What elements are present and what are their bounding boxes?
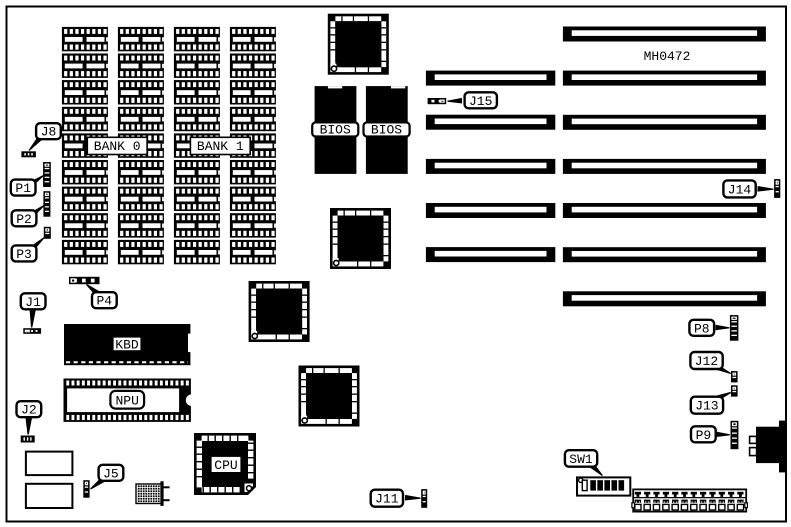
svg-text:BANK 1: BANK 1 [197,139,244,154]
svg-text:J2: J2 [21,403,37,418]
svg-text:MH0472: MH0472 [644,49,691,64]
svg-text:J15: J15 [469,94,492,109]
svg-text:P3: P3 [16,247,32,262]
svg-text:NPU: NPU [115,393,138,408]
svg-text:J5: J5 [103,466,119,481]
svg-text:BIOS: BIOS [320,123,351,138]
svg-text:P2: P2 [16,212,32,227]
svg-text:P1: P1 [15,181,31,196]
svg-text:P8: P8 [694,321,710,336]
svg-text:J1: J1 [25,295,41,310]
svg-text:J11: J11 [375,492,399,507]
svg-text:J13: J13 [695,399,718,414]
svg-text:BIOS: BIOS [371,123,402,138]
svg-text:P9: P9 [696,428,712,443]
svg-text:SW1: SW1 [569,452,593,467]
svg-text:P4: P4 [96,294,112,309]
svg-text:J8: J8 [41,125,57,140]
svg-text:BANK 0: BANK 0 [94,139,141,154]
svg-text:J12: J12 [695,354,718,369]
svg-text:J14: J14 [728,182,752,197]
svg-text:CPU: CPU [214,458,237,473]
svg-text:KBD: KBD [115,337,139,352]
